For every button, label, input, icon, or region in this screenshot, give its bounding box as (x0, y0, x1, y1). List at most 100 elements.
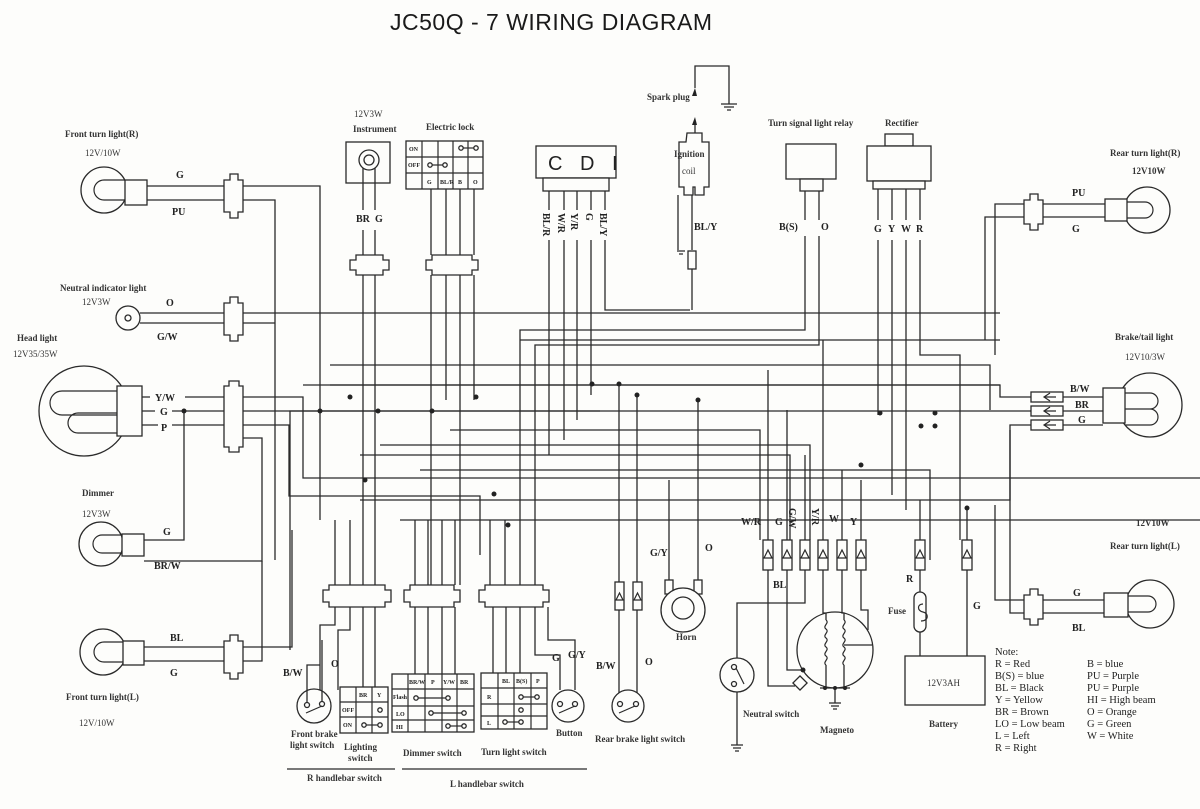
legend-item: BL = Black (995, 683, 1044, 694)
bulb-socket (1103, 592, 1129, 618)
bullet-connectors (762, 539, 867, 571)
filament-icon (93, 179, 125, 201)
head-light: Head light 12V35/35W Y/W G P (13, 333, 175, 457)
headlight-socket (116, 385, 143, 437)
wire-label: Y/R (568, 213, 579, 231)
dimmer-label: Dimmer (82, 488, 114, 498)
neutral-indicator-light: Neutral indicator light 12V3W O G/W (60, 283, 178, 343)
lighting-switch-label-2: switch (348, 753, 373, 763)
wire-label: G (583, 213, 594, 221)
wire-label: PU (1072, 188, 1085, 199)
bullet-connector (687, 250, 697, 270)
turn-signal-relay: Turn signal light relay B(S) O (519, 118, 854, 585)
rear-turn-r-rating: 12V10W (1132, 166, 1166, 176)
switch-row: HI (396, 725, 404, 731)
switch-col: B(S) (516, 678, 527, 685)
brake-tail-label: Brake/tail light (1115, 332, 1173, 342)
neutral-indicator-rating: 12V3W (82, 297, 111, 307)
wire-label: R (906, 574, 914, 585)
wire-label: G/Y (568, 650, 587, 661)
bulb-socket (124, 179, 148, 206)
switch-row: ON (343, 723, 353, 729)
wire-label: G/W (786, 508, 797, 529)
legend-item: R = Right (995, 743, 1037, 754)
left-couplers (223, 173, 244, 680)
wire-label: G (1073, 588, 1081, 599)
legend-item: Y = Yellow (995, 695, 1043, 706)
cdi-label: C D I (548, 153, 624, 175)
coupler-icon (403, 584, 461, 608)
instrument-rating: 12V3W (354, 109, 383, 119)
bulb-icon (1125, 579, 1175, 629)
sensor-icon (792, 675, 808, 691)
wire-label: BL (1072, 623, 1086, 634)
wire-label: BL (773, 580, 787, 591)
lock-row-on: ON (409, 147, 419, 153)
bullet-connector (614, 581, 625, 611)
bulb-socket (122, 640, 145, 666)
filament-icon (93, 641, 124, 663)
legend-item: B = blue (1087, 659, 1124, 670)
legend-item: R = Red (995, 659, 1031, 670)
bullet-connector (632, 581, 643, 611)
legend-item: LO = Low beam (995, 719, 1065, 730)
bulb-icon (78, 521, 124, 567)
bullet-connector (961, 539, 973, 571)
wire-label: W/R (741, 517, 762, 528)
coupler-icon (349, 254, 390, 276)
lock-col: BL/R (440, 180, 455, 186)
head-light-rating: 12V35/35W (13, 349, 58, 359)
bulb-socket (1104, 198, 1128, 222)
wire-label: G/Y (650, 548, 669, 559)
wire-label: G (874, 224, 882, 235)
wire-label: G (775, 517, 783, 528)
spark-plug-lead (694, 65, 730, 104)
bulb-icon (79, 628, 127, 676)
wire-label: BL (170, 633, 184, 644)
wire-label: G (375, 214, 383, 225)
switch-col: BR (359, 693, 368, 699)
horn: G/Y O Horn (650, 400, 713, 642)
wire-label: O (645, 657, 653, 668)
horn-label: Horn (676, 632, 697, 642)
front-turn-light-right: Front turn light(R) 12V/10W G PU (65, 129, 185, 218)
wire-label: O (166, 298, 174, 309)
rear-brake-light-switch: B/W O Rear brake light switch (595, 385, 685, 744)
magneto-icon (796, 611, 874, 689)
legend-item: O = Orange (1087, 707, 1137, 718)
switch-col: BR/W (409, 680, 425, 686)
switch-row: OFF (342, 708, 354, 714)
lock-col: O (473, 180, 478, 186)
low-beam-filament (67, 412, 118, 434)
magneto: Magneto (767, 570, 874, 735)
rectifier-label: Rectifier (885, 118, 918, 128)
coupler-icon (223, 296, 244, 342)
filament-icon (1127, 201, 1154, 219)
wire-label: W/R (555, 213, 566, 234)
battery-icon (904, 655, 986, 706)
front-turn-r-rating: 12V/10W (85, 148, 121, 158)
wire-label: Y (850, 517, 858, 528)
turn-light-switch: BL B(S) P R L Turn light switch (480, 672, 548, 757)
coupler-icon (1023, 193, 1044, 231)
switch-col: Y/W (443, 680, 455, 686)
l-handlebar-label: L handlebar switch (450, 779, 524, 789)
front-turn-r-label: Front turn light(R) (65, 129, 138, 139)
wire-label: B/W (596, 661, 615, 672)
coupler-icon (1023, 588, 1044, 626)
ignition-coil-body (678, 132, 710, 196)
neutral-switch-label: Neutral switch (743, 709, 799, 719)
front-brake-label-1: Front brake (291, 729, 338, 739)
wire-label: G (552, 653, 560, 664)
lock-col: G (427, 180, 432, 186)
wire-label: G (1072, 224, 1080, 235)
bullet-connector (914, 539, 926, 571)
front-brake-label-2: light switch (290, 740, 334, 750)
coupler-icon (322, 584, 392, 608)
lamp-inner (363, 154, 375, 166)
neutral-indicator-label: Neutral indicator light (60, 283, 146, 293)
rear-brake-label: Rear brake light switch (595, 734, 685, 744)
switch-row: LO (396, 712, 405, 718)
wire-label: G (973, 601, 981, 612)
r-handlebar-label: R handlebar switch (307, 773, 382, 783)
